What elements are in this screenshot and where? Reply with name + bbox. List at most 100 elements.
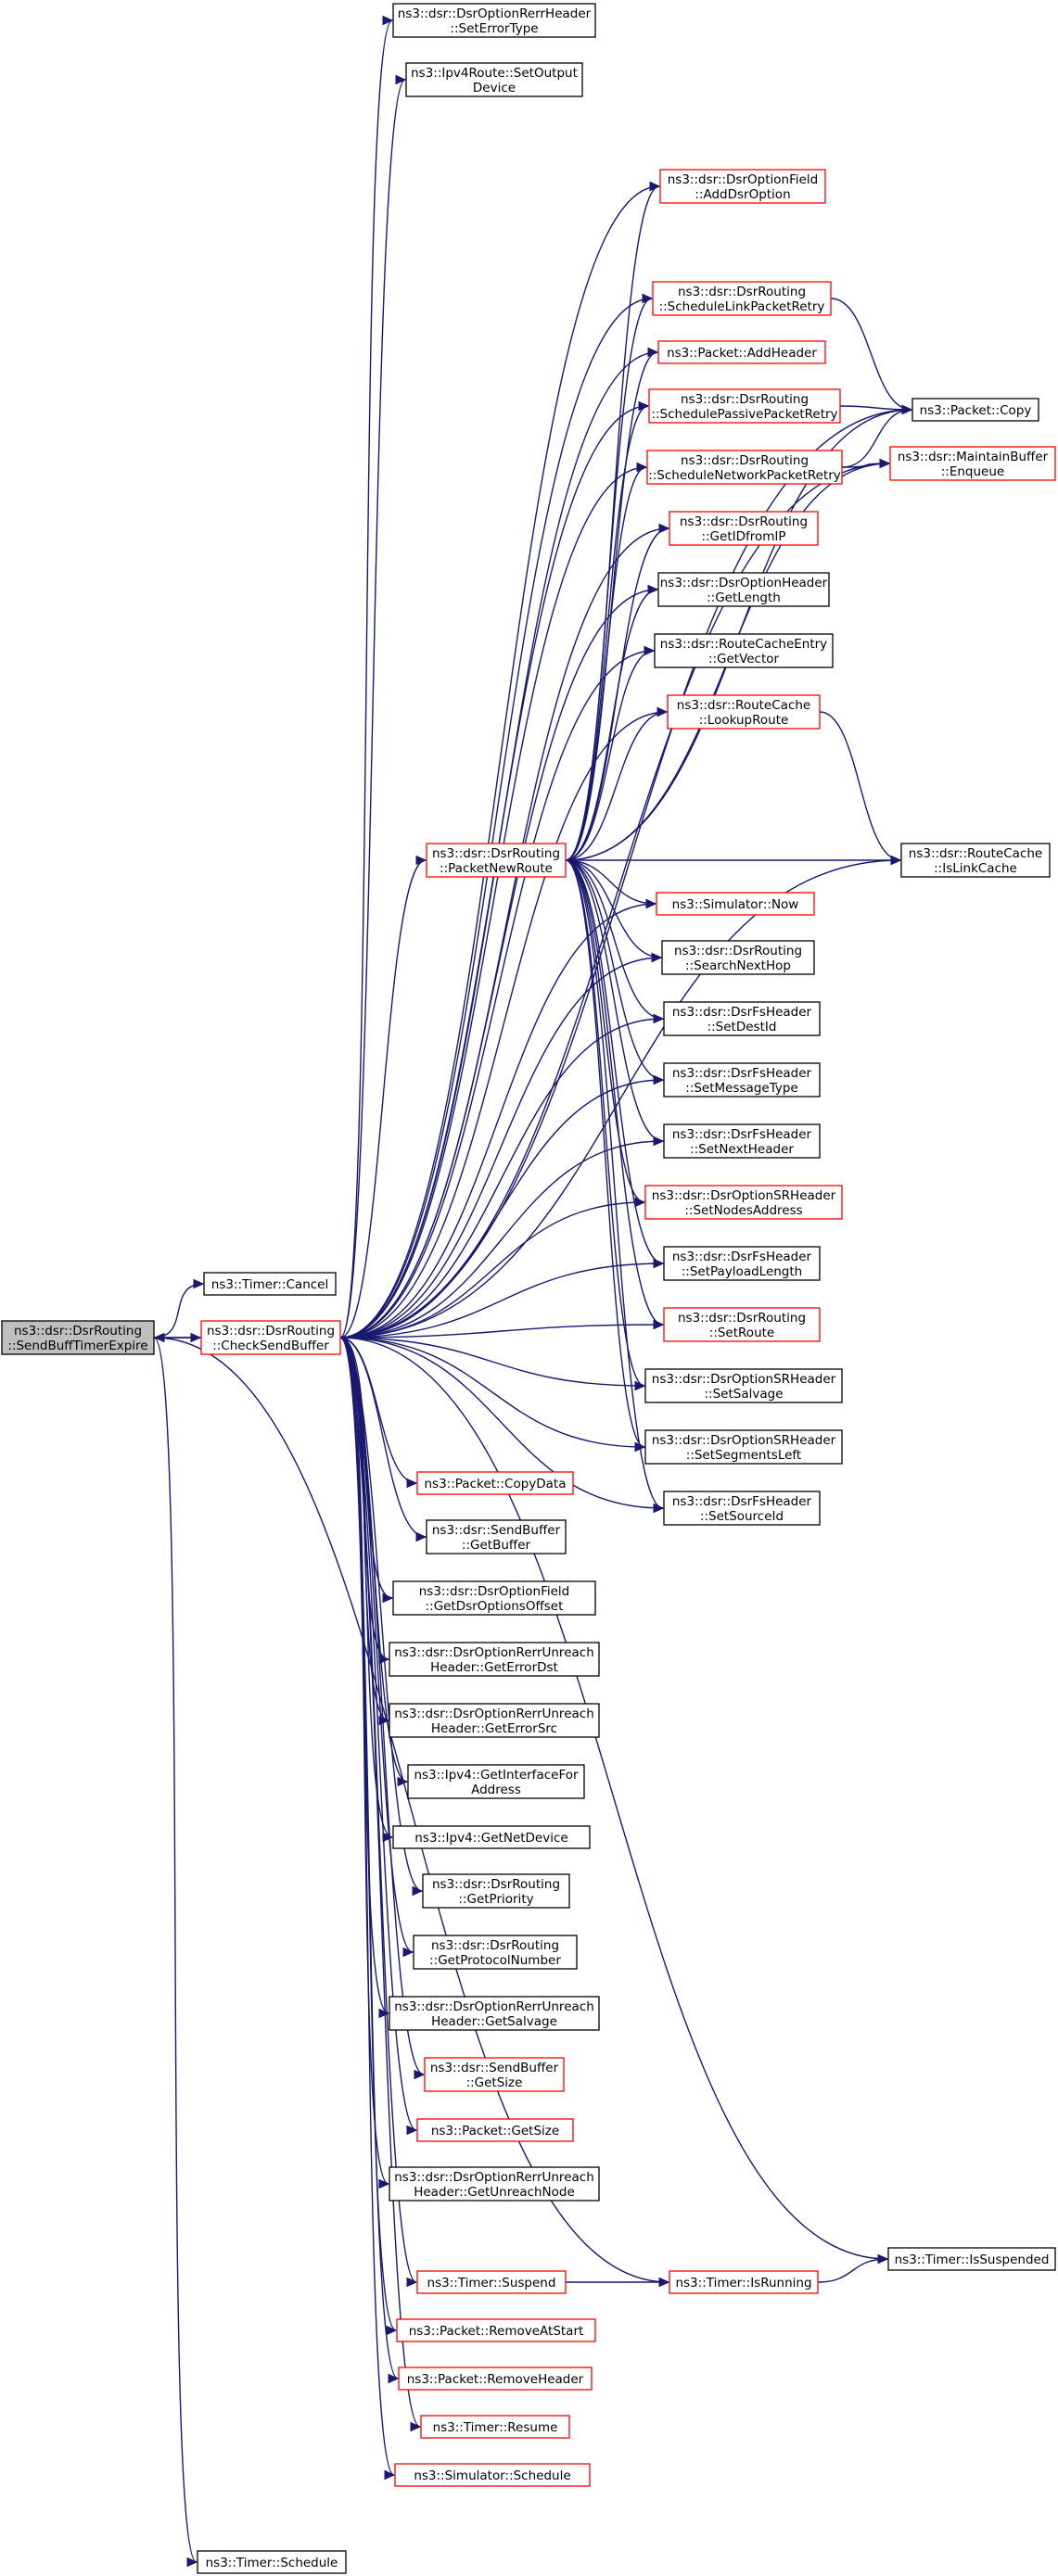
node-box [200,1320,341,1355]
node-getlen[interactable]: ns3::dsr::DsrOptionHeader::GetLength [657,572,830,607]
node-getvec[interactable]: ns3::dsr::RouteCacheEntry::GetVector [654,633,834,668]
node-label: ::GetVector [708,652,780,666]
node-label: ns3::Packet::RemoveHeader [407,2372,584,2387]
node-copydata[interactable]: ns3::Packet::CopyData [416,1471,574,1495]
node-suspend[interactable]: ns3::Timer::Suspend [416,2270,567,2294]
node-resume[interactable]: ns3::Timer::Resume [420,2415,570,2439]
node-label: ns3::Simulator::Schedule [414,2468,570,2483]
node-label: ns3::Packet::AddHeader [667,346,817,361]
edge-line [153,1283,204,1339]
node-addheader[interactable]: ns3::Packet::AddHeader [657,340,826,364]
node-label: ns3::dsr::DsrRouting [432,846,560,861]
node-label: ::SchedulePassivePacketRetry [651,407,837,422]
node-setsalv[interactable]: ns3::dsr::DsrOptionSRHeader::SetSalvage [644,1368,843,1403]
call-edge-pnr-to-lookup [565,706,669,861]
node-root[interactable]: ns3::dsr::DsrRouting::SendBuffTimerExpir… [1,1320,155,1355]
node-setroute[interactable]: ns3::dsr::DsrRouting::SetRoute [663,1307,821,1342]
edge-line [565,589,658,861]
node-label: ::SetPayloadLength [682,1264,802,1279]
node-label: ::Enqueue [941,464,1004,479]
node-getbuf[interactable]: ns3::dsr::SendBuffer::GetBuffer [426,1519,567,1554]
node-label: ::ScheduleLinkPacketRetry [659,299,825,314]
node-cancel[interactable]: ns3::Timer::Cancel [203,1272,337,1296]
node-box [652,281,832,316]
edge-line [339,1337,417,2283]
node-label: ns3::Timer::Suspend [427,2276,556,2290]
node-box [405,62,583,97]
node-simnow[interactable]: ns3::Simulator::Now [656,892,815,916]
node-label: ns3::dsr::DsrOptionRerrUnreach [394,1707,594,1721]
node-schednet[interactable]: ns3::dsr::DsrRouting::ScheduleNetworkPac… [646,450,843,485]
call-edge-check-to-root [153,1332,202,1343]
node-label: ns3::Timer::Schedule [206,2556,338,2570]
node-getsalv[interactable]: ns3::dsr::DsrOptionRerrUnreachHeader::Ge… [389,1996,600,2031]
call-edge-check-to-getsize1 [339,1337,426,2080]
node-label: ::GetProtocolNumber [429,1953,561,1968]
node-schedlink[interactable]: ns3::dsr::DsrRouting::ScheduleLinkPacket… [652,281,832,316]
node-box [911,398,1039,422]
call-edge-suspend-to-isrun [566,2277,670,2288]
node-label: ::SetNodesAddress [684,1203,802,1218]
arrowhead [653,1013,665,1024]
call-graph-nodes: ns3::dsr::DsrRouting::SendBuffTimerExpir… [1,3,1056,2574]
node-lookup[interactable]: ns3::dsr::RouteCache::LookupRoute [667,694,821,730]
node-sched[interactable]: ns3::Timer::Schedule [197,2550,347,2574]
arrowhead [193,1278,205,1289]
node-label: ns3::dsr::DsrFsHeader [672,1250,812,1264]
node-rmheader[interactable]: ns3::Packet::RemoveHeader [398,2367,593,2391]
node-geterrdst[interactable]: ns3::dsr::DsrOptionRerrUnreachHeader::Ge… [389,1642,600,1677]
node-setmsg[interactable]: ns3::dsr::DsrFsHeader::SetMessageType [663,1062,821,1098]
node-getid[interactable]: ns3::dsr::DsrRouting::GetIDfromIP [669,511,819,546]
node-getprio[interactable]: ns3::dsr::DsrRouting::GetPriority [422,1873,570,1909]
node-box [900,843,1051,878]
node-setpay[interactable]: ns3::dsr::DsrFsHeader::SetPayloadLength [663,1246,821,1281]
edge-line [339,711,668,1339]
node-getunreach[interactable]: ns3::dsr::DsrOptionRerrUnreachHeader::Ge… [389,2166,600,2202]
node-label: Device [473,81,516,95]
node-islink[interactable]: ns3::dsr::RouteCache::IsLinkCache [900,843,1051,878]
call-edge-pnr-to-schednet [565,462,648,861]
node-issusp[interactable]: ns3::Timer::IsSuspended [887,2247,1056,2271]
node-setseg[interactable]: ns3::dsr::DsrOptionSRHeader::SetSegments… [644,1429,843,1465]
node-search[interactable]: ns3::dsr::DsrRouting::SearchNextHop [661,940,815,975]
edge-line [339,298,653,1339]
node-seterrtype[interactable]: ns3::dsr::DsrOptionRerrHeader::SetErrorT… [392,3,596,38]
node-schedpass[interactable]: ns3::dsr::DsrRouting::SchedulePassivePac… [648,388,841,424]
edge-line [565,859,656,905]
call-edge-pnr-to-setsalv [565,859,646,1391]
node-getnetdev[interactable]: ns3::Ipv4::GetNetDevice [392,1825,591,1849]
node-getsize2[interactable]: ns3::Packet::GetSize [416,2118,574,2142]
node-geterrsrc[interactable]: ns3::dsr::DsrOptionRerrUnreachHeader::Ge… [389,1703,600,1738]
node-setnext[interactable]: ns3::dsr::DsrFsHeader::SetNextHeader [663,1123,821,1159]
node-adddsropt[interactable]: ns3::dsr::DsrOptionField::AddDsrOption [659,169,826,204]
node-box [887,2247,1056,2271]
edge-line [339,1337,425,2075]
node-setnodes[interactable]: ns3::dsr::DsrOptionSRHeader::SetNodesAdd… [644,1185,843,1220]
node-box [398,2367,593,2391]
arrowhead [644,645,656,656]
edge-line [565,298,653,861]
node-label: ns3::dsr::DsrFsHeader [672,1127,812,1142]
node-setsrc[interactable]: ns3::dsr::DsrFsHeader::SetSourceId [663,1491,821,1526]
node-pcopy[interactable]: ns3::Packet::Copy [911,398,1039,422]
node-setdest[interactable]: ns3::dsr::DsrFsHeader::SetDestId [663,1001,821,1036]
node-rmstart[interactable]: ns3::Packet::RemoveAtStart [396,2318,596,2342]
node-pnr[interactable]: ns3::dsr::DsrRouting::PacketNewRoute [426,843,567,878]
node-isrun[interactable]: ns3::Timer::IsRunning [669,2270,819,2294]
arrowhead [382,15,394,26]
node-simsched[interactable]: ns3::Simulator::Schedule [394,2463,591,2487]
node-getsize1[interactable]: ns3::dsr::SendBuffer::GetSize [424,2057,565,2092]
edge-line [339,527,669,1339]
node-label: ns3::Ipv4::GetNetDevice [414,1831,567,1846]
arrowhead [879,458,891,469]
node-box [422,1873,570,1909]
node-label: ns3::Packet::CopyData [424,1477,566,1491]
node-enqueue[interactable]: ns3::dsr::MaintainBuffer::Enqueue [889,446,1056,481]
node-label: ns3::dsr::DsrRouting [681,453,809,468]
node-getoptoff[interactable]: ns3::dsr::DsrOptionField::GetDsrOptionsO… [392,1580,596,1616]
arrowhead [388,2373,400,2384]
node-getproto[interactable]: ns3::dsr::DsrRouting::GetProtocolNumber [413,1935,578,1970]
node-check[interactable]: ns3::dsr::DsrRouting::CheckSendBuffer [200,1320,341,1355]
